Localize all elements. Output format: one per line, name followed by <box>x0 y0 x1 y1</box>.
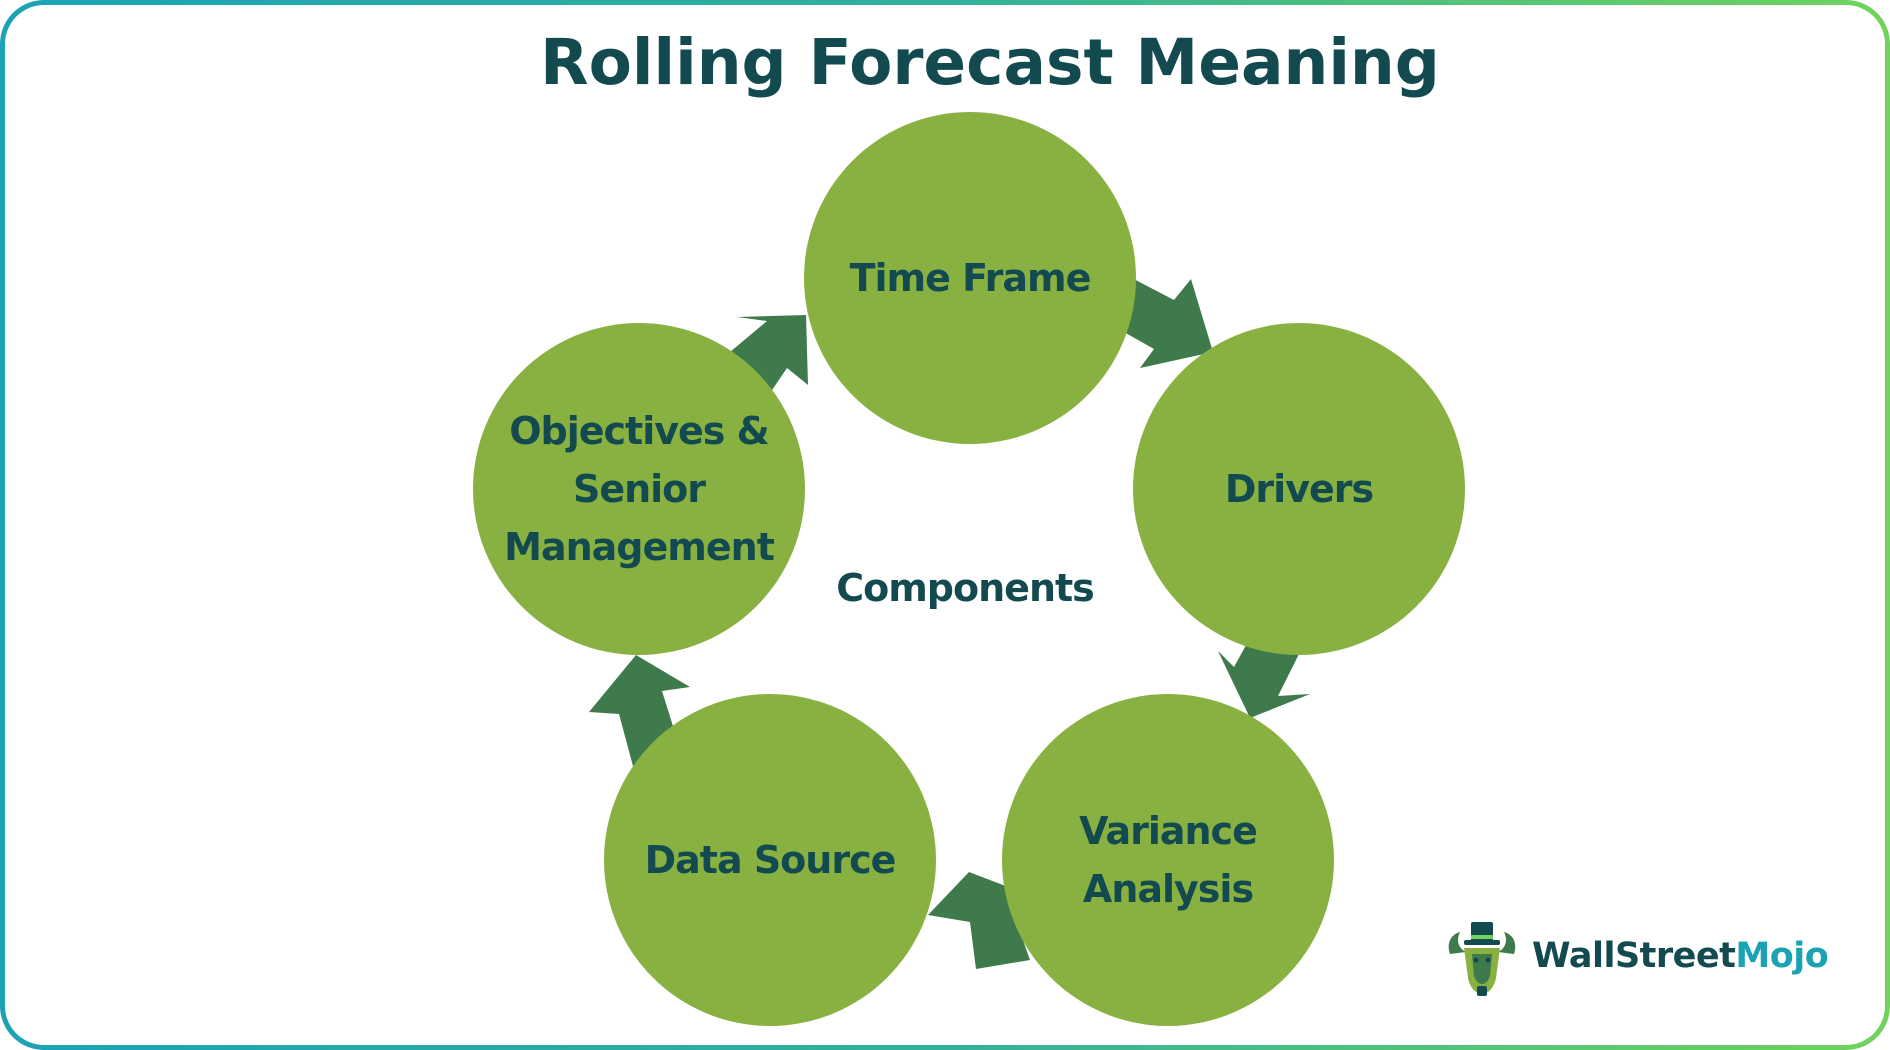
component-label-drivers: Drivers <box>1224 467 1374 511</box>
component-circles <box>473 112 1465 1026</box>
component-label-variance-analysis: Variance Analysis <box>1079 809 1258 911</box>
circle-data-source <box>604 694 936 1026</box>
brand-logo: WallStreetMojo <box>1442 920 1829 1000</box>
arrow-variance-analysis-to-data-source <box>928 872 1030 969</box>
circle-objectives-senior-management <box>473 323 805 655</box>
circle-variance-analysis <box>1002 694 1334 1026</box>
bull-with-top-hat-icon <box>1448 922 1516 996</box>
brand-name-part2: Mojo <box>1735 936 1829 976</box>
center-label-components: Components <box>836 566 1095 610</box>
circle-drivers <box>1133 323 1465 655</box>
component-label-objectives-senior-management: Objectives & Senior Management <box>504 409 775 569</box>
component-label-time-frame: Time Frame <box>849 256 1092 300</box>
page-title: Rolling Forecast Meaning <box>540 26 1440 99</box>
brand-name-part1: WallStreet <box>1532 936 1736 976</box>
brand-name: WallStreetMojo <box>1532 936 1829 976</box>
component-label-data-source: Data Source <box>644 838 897 882</box>
arrow-objectives-to-time-frame <box>730 315 808 393</box>
circle-time-frame <box>804 112 1136 444</box>
